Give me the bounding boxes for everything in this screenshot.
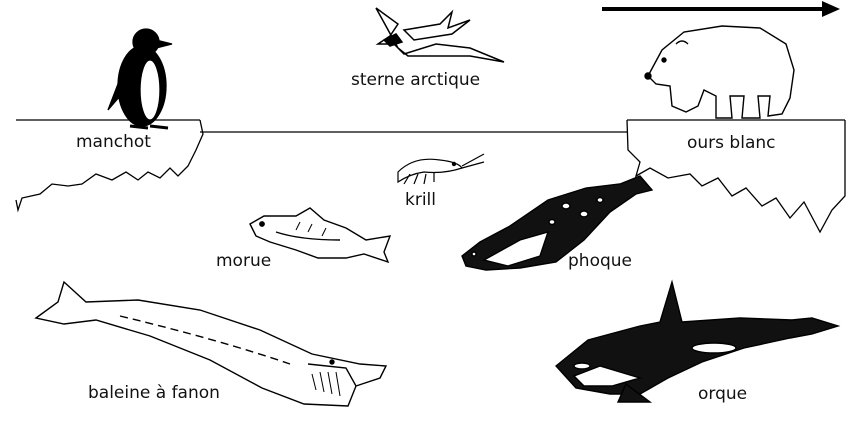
label-orque: orque (698, 384, 747, 404)
label-sterne-arctique: sterne arctique (351, 70, 480, 90)
label-ours-blanc: ours blanc (687, 133, 775, 153)
krill-drawing-icon (398, 154, 484, 184)
label-morue: morue (216, 251, 271, 271)
label-krill: krill (405, 190, 436, 210)
polar-bear-drawing-icon (645, 26, 794, 118)
label-phoque: phoque (568, 251, 632, 271)
label-manchot: manchot (76, 132, 151, 152)
arrow-right-icon (602, 1, 840, 17)
penguin-drawing-icon (108, 29, 172, 128)
arctic-tern-drawing-icon (376, 8, 504, 62)
orca-drawing-icon (556, 282, 838, 402)
label-baleine-a-fanon: baleine à fanon (88, 383, 220, 403)
